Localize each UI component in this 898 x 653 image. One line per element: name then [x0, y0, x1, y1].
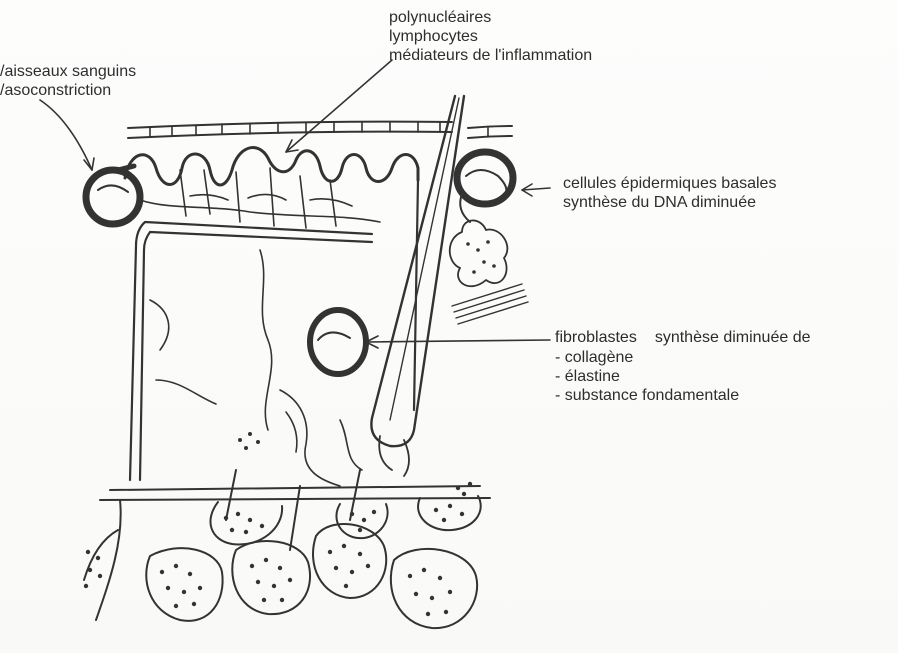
label-inflammation-line3: médiateurs de l'inflammation [389, 46, 592, 65]
label-inflammation: polynucléaires lymphocytes médiateurs de… [389, 8, 592, 65]
label-basal-line2: synthèse du DNA diminuée [563, 193, 776, 212]
label-fibro-item-ground-substance: - substance fondamentale [555, 386, 810, 405]
label-blood-vessels: /aisseaux sanguins /asoconstriction [0, 62, 136, 100]
basal-cell-ring-right [457, 152, 513, 222]
dermal-vessels [150, 250, 362, 486]
label-fibro-title: fibroblastes [555, 329, 637, 346]
label-inflammation-line1: polynucléaires [389, 8, 592, 27]
blood-vessel-left [86, 166, 140, 224]
arrector-pili-muscle [452, 284, 528, 324]
label-vessels-line2: /asoconstriction [0, 81, 136, 100]
arrow-inflammation [286, 60, 392, 152]
adipose-lobules [84, 470, 490, 628]
label-fibro-subtitle: synthèse diminuée de [655, 329, 811, 346]
arrow-fibro [366, 340, 550, 342]
label-fibro-header: fibroblastes synthèse diminuée de [555, 328, 810, 348]
upper-capillary-plexus [140, 168, 380, 228]
label-fibroblasts: fibroblastes synthèse diminuée de - colla… [555, 328, 810, 405]
fibroblast-cell [310, 310, 366, 374]
stratum-corneum [128, 122, 512, 138]
label-vessels-line1: /aisseaux sanguins [0, 62, 136, 81]
label-inflammation-line2: lymphocytes [389, 27, 592, 46]
hair-follicle [371, 96, 464, 476]
label-basal-cells: cellules épidermiques basales synthèse d… [563, 174, 776, 212]
sebaceous-gland [450, 220, 508, 286]
label-basal-line1: cellules épidermiques basales [563, 174, 776, 193]
label-fibro-item-elastin: - élastine [555, 367, 810, 386]
label-fibro-item-collagen: - collagène [555, 348, 810, 367]
